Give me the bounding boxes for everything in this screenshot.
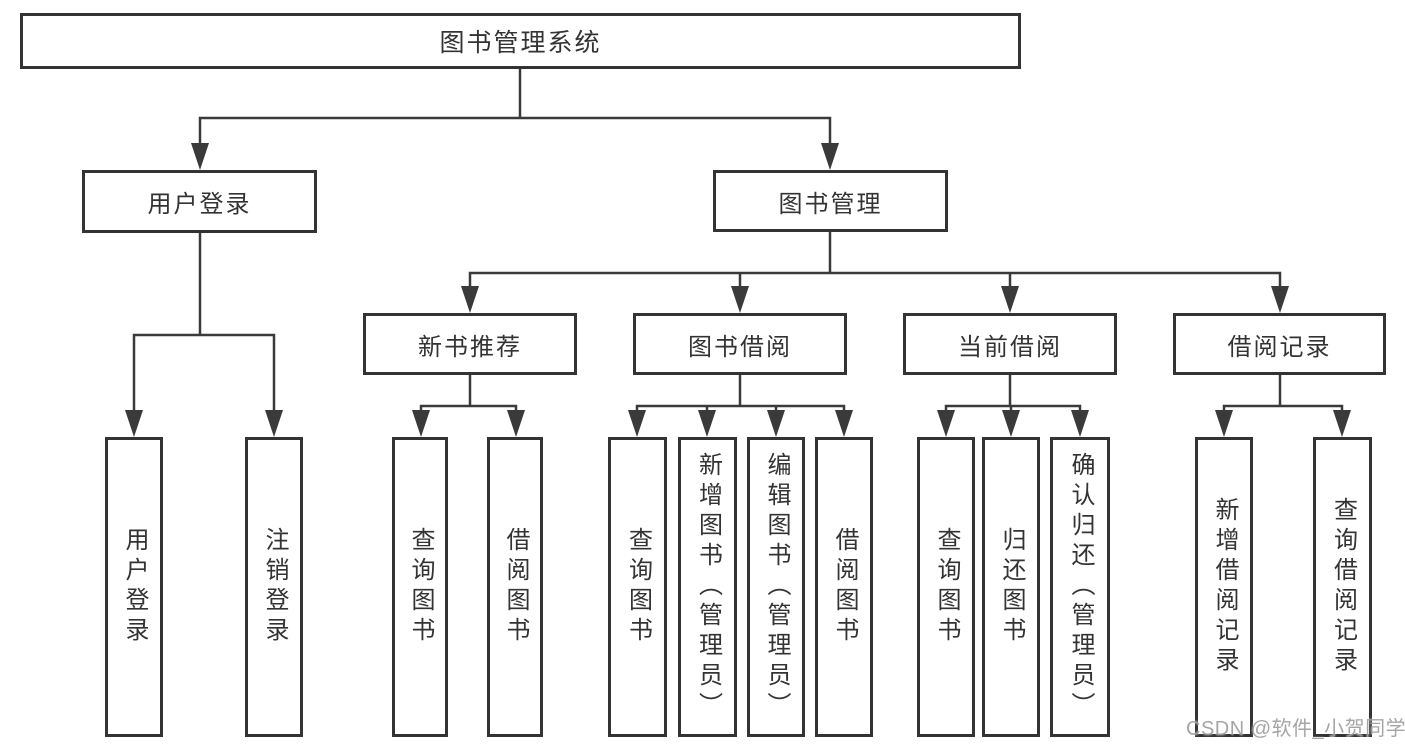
node-label: 编辑图书（管理员） (763, 452, 790, 722)
node-label: 用户登录 (121, 527, 148, 647)
connector-bookborrow-to-leaves (635, 373, 846, 416)
connector-newbook-to-leaves (419, 373, 518, 416)
node-label: 注销登录 (261, 527, 288, 647)
connector-currentborrow-to-leaves (944, 373, 1082, 416)
node-leaf-add-books-admin: 新增图书（管理员） (678, 437, 737, 737)
node-new-book-recommend: 新书推荐 (363, 313, 577, 375)
connector-bookmgmt-to-level3 (468, 230, 1282, 291)
connector-borrowrecords-to-leaves (1222, 373, 1344, 416)
arrowheads (125, 143, 1351, 437)
node-leaf-add-borrow-record: 新增借阅记录 (1195, 437, 1253, 737)
node-label: 确认归还（管理员） (1067, 452, 1094, 722)
node-leaf-query-books-3: 查询图书 (917, 437, 975, 737)
node-library-management-system: 图书管理系统 (20, 13, 1021, 69)
node-label: 归还图书 (998, 527, 1025, 647)
node-leaf-user-login: 用户登录 (105, 437, 163, 737)
node-label: 查询图书 (407, 527, 434, 647)
node-current-borrowing: 当前借阅 (903, 313, 1117, 375)
node-leaf-query-books-2: 查询图书 (608, 437, 667, 737)
node-leaf-query-borrow-record: 查询借阅记录 (1313, 437, 1372, 737)
node-label: 查询图书 (624, 527, 652, 647)
csdn-watermark: CSDN @软件_小贺同学 (1186, 718, 1405, 740)
node-borrow-records: 借阅记录 (1173, 313, 1386, 375)
node-book-management-branch: 图书管理 (713, 170, 948, 232)
connector-userlogin-to-leaves (132, 231, 276, 415)
node-leaf-query-books-1: 查询图书 (392, 437, 448, 737)
node-label: 新增借阅记录 (1211, 497, 1238, 677)
node-label: 新增图书（管理员） (694, 452, 722, 722)
node-user-login-branch: 用户登录 (82, 170, 317, 233)
node-leaf-logout: 注销登录 (245, 437, 303, 737)
node-leaf-borrow-books-1: 借阅图书 (487, 437, 543, 737)
node-leaf-return-books: 归还图书 (982, 437, 1040, 737)
node-leaf-borrow-books-2: 借阅图书 (815, 437, 873, 737)
node-label: 查询图书 (933, 527, 960, 647)
node-label: 借阅图书 (502, 527, 529, 647)
node-label: 借阅图书 (831, 527, 858, 647)
node-label: 查询借阅记录 (1329, 497, 1357, 677)
node-book-borrowing: 图书借阅 (633, 313, 847, 375)
connector-root-to-level2 (198, 67, 832, 148)
node-leaf-edit-books-admin: 编辑图书（管理员） (747, 437, 805, 737)
node-leaf-confirm-return-admin: 确认归还（管理员） (1050, 437, 1110, 737)
